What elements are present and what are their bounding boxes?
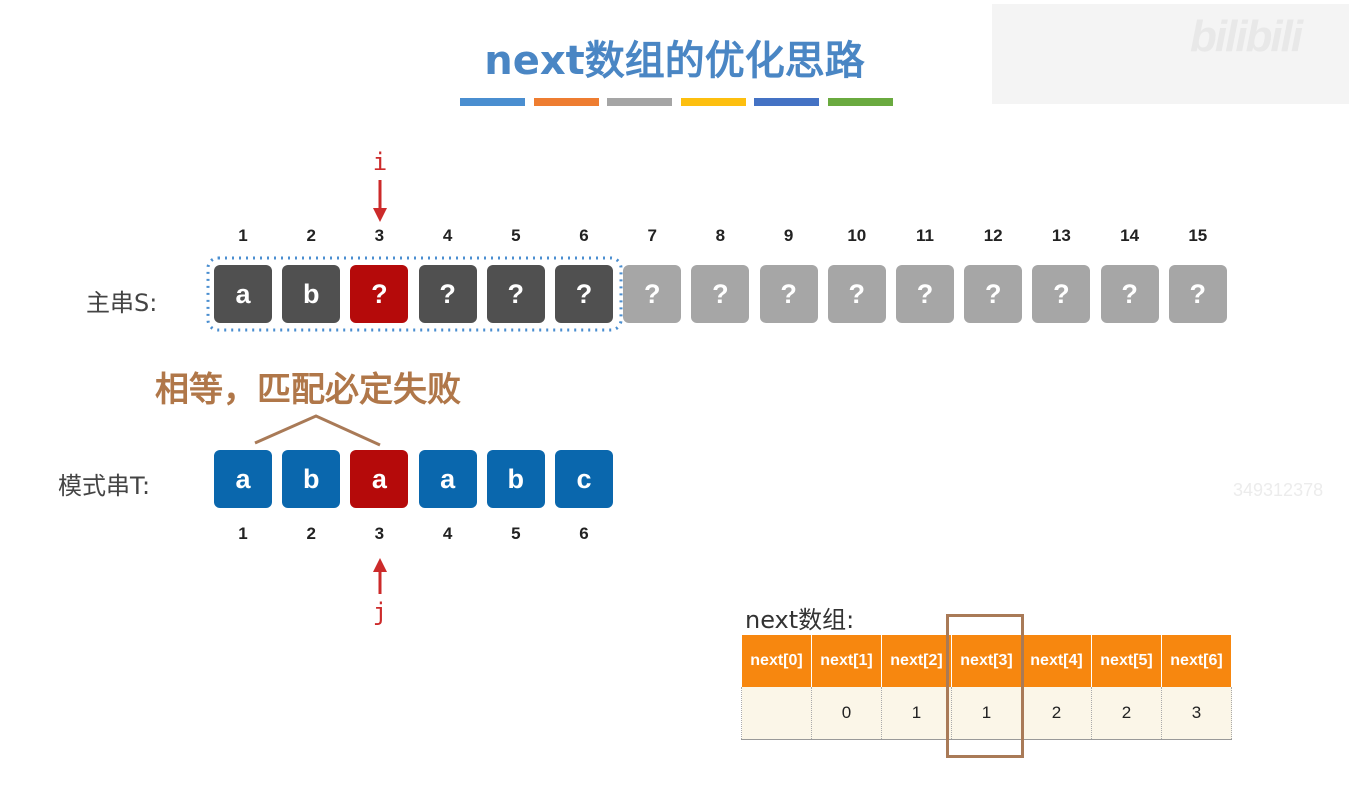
main_string-index: 10 bbox=[847, 226, 867, 245]
main_string-cell: ? bbox=[1032, 265, 1091, 323]
main_string-index: 9 bbox=[783, 226, 794, 245]
main_string-cell: ? bbox=[486, 265, 545, 323]
pattern_string-cell: a bbox=[418, 450, 477, 508]
main_string-cell: b bbox=[282, 265, 341, 323]
pointer-i-label: i bbox=[372, 148, 388, 176]
main_string-cell: ? bbox=[964, 265, 1023, 323]
next-table-value bbox=[741, 687, 812, 740]
next-table-value: 2 bbox=[1091, 687, 1162, 740]
pattern_string-cell: b bbox=[486, 450, 545, 508]
main_string-index: 7 bbox=[647, 226, 657, 245]
main_string-index: 4 bbox=[442, 226, 453, 245]
page-title: next数组的优化思路 bbox=[484, 38, 865, 84]
main_string-index: 12 bbox=[983, 226, 1003, 245]
main_string-index: 3 bbox=[374, 226, 385, 245]
pattern_string-index: 2 bbox=[306, 524, 316, 543]
pointer-j-arrow-icon bbox=[373, 558, 387, 594]
pattern_string-index: 5 bbox=[511, 524, 521, 543]
pattern_string-index: 3 bbox=[374, 524, 385, 543]
main_string-cell: ? bbox=[759, 265, 818, 323]
title-underline-segment bbox=[460, 98, 525, 106]
next-table-header: next[2] bbox=[881, 635, 952, 687]
next-table-header: next[3] bbox=[951, 635, 1022, 687]
note-text: 相等，匹配必定失败 bbox=[155, 370, 461, 410]
pattern_string-index: 6 bbox=[579, 524, 589, 543]
main_string-cell: ? bbox=[623, 265, 682, 323]
watermark-id: 349312378 bbox=[1233, 480, 1324, 500]
note-bracket bbox=[254, 414, 381, 447]
main_string-index: 1 bbox=[238, 226, 248, 245]
main_string-cell: ? bbox=[350, 265, 409, 323]
title-underline-segment bbox=[754, 98, 819, 106]
title-underline-segment bbox=[827, 98, 893, 106]
pattern-string-label: 模式串T: bbox=[58, 472, 151, 500]
main_string-cell: ? bbox=[896, 265, 954, 323]
main_string-cell: ? bbox=[418, 265, 477, 323]
next-table-header: next[4] bbox=[1021, 635, 1092, 687]
title-underline-segment bbox=[680, 98, 746, 106]
bilibili-logo: bilibili bbox=[1190, 12, 1303, 61]
main_string-index: 15 bbox=[1188, 226, 1208, 245]
pattern_string-index: 4 bbox=[442, 524, 453, 543]
next-table-label: next数组: bbox=[745, 606, 855, 634]
main_string-cell: a bbox=[214, 265, 272, 323]
next-table-header: next[5] bbox=[1091, 635, 1162, 687]
matched-region-outline bbox=[206, 256, 623, 332]
main_string-index: 6 bbox=[579, 226, 589, 245]
pattern_string-cell: c bbox=[555, 450, 613, 508]
pointer-j-label: j bbox=[372, 598, 388, 626]
next-table-value: 2 bbox=[1021, 687, 1092, 740]
pointer-i-arrow-icon bbox=[373, 180, 387, 222]
next-table: next[0]next[1]next[2]next[3]next[4]next[… bbox=[741, 635, 1232, 740]
next-table-value: 1 bbox=[951, 687, 1022, 740]
main_string-cell: ? bbox=[555, 265, 613, 323]
main_string-index: 14 bbox=[1120, 226, 1140, 245]
main_string-index: 11 bbox=[916, 226, 934, 245]
main_string-cell: ? bbox=[827, 265, 886, 323]
next-table-value: 1 bbox=[881, 687, 952, 740]
next-table-value: 3 bbox=[1161, 687, 1232, 740]
main_string-index: 8 bbox=[715, 226, 726, 245]
main-string-label: 主串S: bbox=[86, 289, 158, 317]
main_string-cell: ? bbox=[1168, 265, 1227, 323]
next-table-header: next[0] bbox=[741, 635, 812, 687]
main_string-cell: ? bbox=[1100, 265, 1159, 323]
pattern_string-cell: a bbox=[350, 450, 409, 508]
pattern_string-cell: a bbox=[214, 450, 272, 508]
next-3-highlight bbox=[946, 614, 1024, 758]
main_string-index: 13 bbox=[1051, 226, 1071, 245]
pattern_string-cell: b bbox=[282, 450, 341, 508]
main_string-index: 5 bbox=[511, 226, 521, 245]
title-underline-segment bbox=[607, 98, 672, 106]
next-table-header: next[6] bbox=[1161, 635, 1232, 687]
title-underline-segment bbox=[533, 98, 599, 106]
next-table-value: 0 bbox=[811, 687, 882, 740]
next-table-header: next[1] bbox=[811, 635, 882, 687]
pattern_string-index: 1 bbox=[238, 524, 248, 543]
main_string-cell: ? bbox=[691, 265, 750, 323]
main_string-index: 2 bbox=[306, 226, 316, 245]
watermark-area bbox=[992, 4, 1349, 104]
